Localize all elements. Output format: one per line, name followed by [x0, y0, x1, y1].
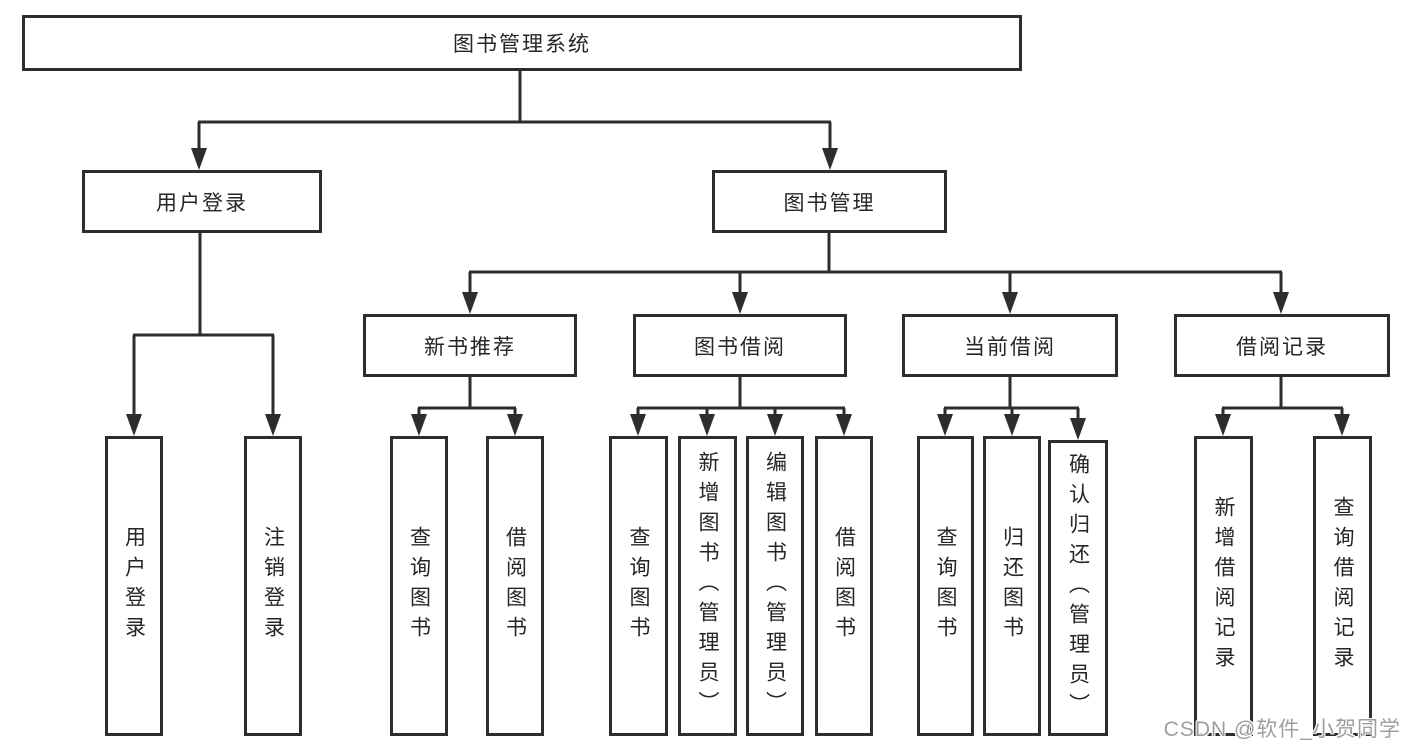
node-book-management: 图书管理	[712, 170, 947, 233]
leaf-cb-query-books: 查询图书	[917, 436, 974, 736]
leaf-label: 归还图书	[1000, 526, 1024, 646]
node-borrowing-records: 借阅记录	[1174, 314, 1390, 377]
leaf-nb-borrow-books: 借阅图书	[486, 436, 544, 736]
leaf-bb-query-books: 查询图书	[609, 436, 668, 736]
node-label: 图书管理	[783, 191, 876, 215]
node-book-borrowing: 图书借阅	[633, 314, 847, 377]
node-label: 新书推荐	[424, 335, 516, 359]
leaf-label: 借阅图书	[503, 526, 527, 646]
node-label: 图书管理系统	[453, 33, 591, 56]
connector-borrowing-records-to-leaves	[1215, 377, 1350, 436]
leaf-cb-return-books: 归还图书	[983, 436, 1041, 736]
leaf-label: 新增借阅记录	[1212, 496, 1235, 676]
connector-new-book-recommendation-to-leaves	[411, 377, 523, 436]
leaf-label: 查询图书	[934, 526, 957, 646]
connector-root-to-branches	[191, 71, 838, 170]
leaf-label: 确认归还（管理员）	[1066, 453, 1090, 723]
node-label: 用户登录	[156, 191, 248, 215]
node-label: 当前借阅	[964, 335, 1056, 359]
leaf-nb-query-books: 查询图书	[390, 436, 448, 736]
leaf-logout: 注销登录	[244, 436, 302, 736]
leaf-label: 注销登录	[261, 526, 285, 646]
leaf-label: 查询借阅记录	[1331, 496, 1354, 676]
leaf-bb-borrow-books: 借阅图书	[815, 436, 873, 736]
connector-user-login-to-leaves	[126, 233, 281, 436]
leaf-label: 编辑图书（管理员）	[763, 451, 787, 721]
leaf-br-query-borrow-record: 查询借阅记录	[1313, 436, 1372, 736]
node-library-management-system: 图书管理系统	[22, 15, 1022, 71]
leaf-bb-add-book-admin: 新增图书（管理员）	[678, 436, 737, 736]
node-label: 图书借阅	[694, 335, 786, 359]
leaf-cb-confirm-return-admin: 确认归还（管理员）	[1048, 440, 1108, 736]
node-user-login: 用户登录	[82, 170, 322, 233]
connector-book-management-to-sections	[462, 233, 1289, 314]
csdn-watermark: CSDN @软件_小贺同学	[1163, 718, 1401, 741]
node-current-borrowing: 当前借阅	[902, 314, 1118, 377]
leaf-br-add-borrow-record: 新增借阅记录	[1194, 436, 1253, 736]
node-label: 借阅记录	[1236, 335, 1328, 359]
leaf-user-login: 用户登录	[105, 436, 163, 736]
leaf-label: 用户登录	[122, 526, 146, 646]
connector-book-borrowing-to-leaves	[630, 377, 852, 436]
leaf-bb-edit-book-admin: 编辑图书（管理员）	[746, 436, 804, 736]
connector-current-borrowing-to-leaves	[937, 377, 1086, 440]
node-new-book-recommendation: 新书推荐	[363, 314, 577, 377]
leaf-label: 新增图书（管理员）	[696, 451, 719, 721]
leaf-label: 查询图书	[627, 526, 650, 646]
leaf-label: 查询图书	[407, 526, 431, 646]
leaf-label: 借阅图书	[832, 526, 856, 646]
